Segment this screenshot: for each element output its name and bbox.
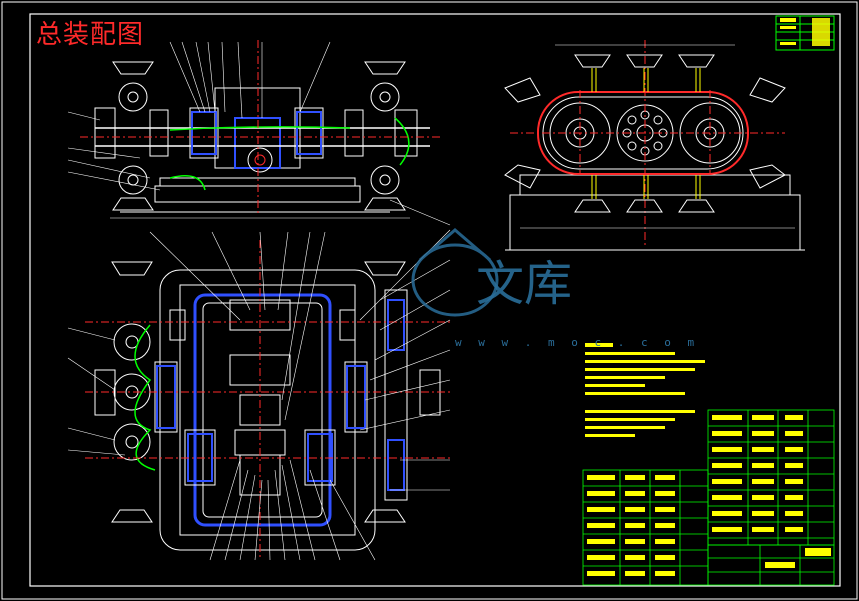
parts-list-table — [582, 409, 835, 586]
inner-frame — [29, 13, 841, 587]
technical-notes — [585, 343, 705, 437]
drawing-title: 总装配图 — [36, 20, 145, 50]
watermark-url: w w w . m o c . c o m — [455, 336, 700, 349]
side-view — [504, 40, 805, 251]
top-right-stamp — [775, 15, 835, 51]
top-view — [67, 229, 451, 561]
parts-list-text-blocks — [587, 415, 831, 576]
front-view — [67, 40, 451, 226]
watermark-logo — [411, 228, 499, 317]
watermark-text: 文库 — [476, 256, 573, 312]
